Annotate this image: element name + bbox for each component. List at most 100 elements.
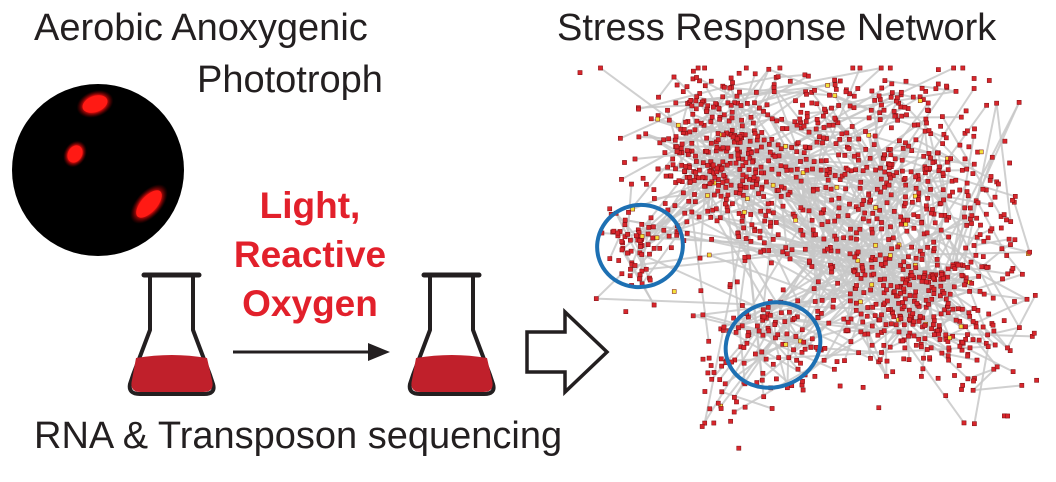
network-node bbox=[878, 189, 883, 195]
network-edge bbox=[776, 73, 805, 79]
network-node bbox=[950, 306, 956, 312]
network-node bbox=[1000, 276, 1005, 282]
network-node bbox=[869, 342, 875, 348]
network-node bbox=[754, 182, 759, 187]
network-node bbox=[832, 115, 838, 121]
network-node bbox=[804, 167, 810, 173]
network-node bbox=[829, 269, 834, 275]
network-node bbox=[812, 374, 818, 379]
network-node bbox=[825, 219, 831, 225]
network-node bbox=[822, 106, 827, 112]
network-node bbox=[888, 192, 894, 198]
network-node bbox=[737, 89, 742, 95]
network-node bbox=[952, 266, 958, 271]
network-node bbox=[936, 323, 942, 328]
network-node bbox=[800, 102, 805, 108]
network-node bbox=[940, 114, 945, 119]
network-node bbox=[944, 83, 949, 89]
network-node bbox=[832, 173, 838, 178]
network-node bbox=[696, 214, 702, 220]
network-node bbox=[894, 284, 900, 290]
network-node bbox=[888, 152, 894, 158]
network-node bbox=[721, 132, 727, 138]
network-node bbox=[860, 385, 866, 390]
network-node bbox=[994, 364, 1000, 370]
network-node bbox=[899, 113, 904, 119]
network-node bbox=[741, 345, 747, 350]
network-node bbox=[873, 167, 878, 173]
network-node bbox=[637, 238, 643, 243]
network-node bbox=[628, 237, 633, 243]
network-node bbox=[692, 127, 698, 133]
network-node bbox=[769, 260, 774, 266]
network-node-highlight bbox=[903, 222, 909, 227]
network-node bbox=[965, 353, 970, 359]
network-node bbox=[957, 343, 963, 349]
network-node bbox=[872, 98, 878, 103]
network-edge bbox=[738, 91, 885, 306]
network-node bbox=[743, 160, 749, 165]
network-node bbox=[765, 305, 771, 310]
network-edge bbox=[916, 101, 1020, 304]
network-edge bbox=[884, 79, 957, 93]
network-node bbox=[884, 200, 890, 206]
network-node bbox=[928, 155, 933, 161]
network-node bbox=[759, 349, 765, 355]
network-node bbox=[869, 264, 875, 270]
network-node bbox=[637, 272, 643, 278]
network-node bbox=[860, 319, 866, 325]
network-node bbox=[698, 120, 704, 126]
network-node bbox=[910, 311, 916, 316]
network-node bbox=[622, 222, 628, 227]
network-node bbox=[964, 180, 970, 186]
network-node bbox=[629, 181, 634, 187]
network-edge bbox=[737, 182, 758, 234]
network-node bbox=[873, 301, 879, 307]
network-node bbox=[776, 355, 782, 360]
network-node bbox=[759, 144, 764, 150]
network-node bbox=[1012, 194, 1018, 199]
network-node bbox=[646, 225, 652, 230]
network-node bbox=[761, 137, 767, 143]
network-node bbox=[737, 167, 743, 172]
network-node bbox=[741, 360, 747, 366]
network-node bbox=[616, 258, 622, 263]
network-node bbox=[862, 331, 868, 337]
network-node bbox=[645, 231, 651, 237]
network-node bbox=[695, 65, 701, 71]
network-node bbox=[886, 307, 891, 312]
network-node bbox=[714, 165, 720, 171]
network-node bbox=[938, 123, 943, 129]
network-node bbox=[940, 276, 946, 281]
network-node bbox=[959, 273, 965, 278]
network-node bbox=[922, 128, 928, 134]
network-node bbox=[626, 210, 631, 215]
network-node bbox=[787, 256, 793, 262]
network-node bbox=[744, 340, 750, 346]
network-node bbox=[766, 248, 772, 253]
network-node bbox=[869, 230, 875, 236]
network-node bbox=[959, 347, 965, 353]
network-node bbox=[723, 201, 728, 207]
network-node bbox=[740, 156, 746, 162]
network-node-highlight bbox=[671, 289, 677, 294]
network-node bbox=[992, 342, 998, 348]
network-node bbox=[784, 251, 790, 257]
network-node bbox=[971, 306, 977, 311]
network-node bbox=[638, 244, 643, 249]
network-node bbox=[1027, 249, 1032, 255]
network-node bbox=[795, 366, 801, 372]
network-node bbox=[925, 179, 931, 184]
network-node bbox=[711, 420, 717, 426]
network-node bbox=[848, 235, 854, 241]
network-node bbox=[844, 130, 850, 136]
network-node bbox=[761, 314, 767, 320]
network-node bbox=[764, 179, 769, 185]
network-node bbox=[978, 222, 983, 228]
network-node bbox=[864, 164, 870, 170]
network-node bbox=[666, 233, 672, 239]
network-edge bbox=[791, 146, 846, 176]
network-node bbox=[936, 168, 942, 174]
network-node bbox=[866, 218, 872, 224]
network-node bbox=[783, 245, 789, 250]
